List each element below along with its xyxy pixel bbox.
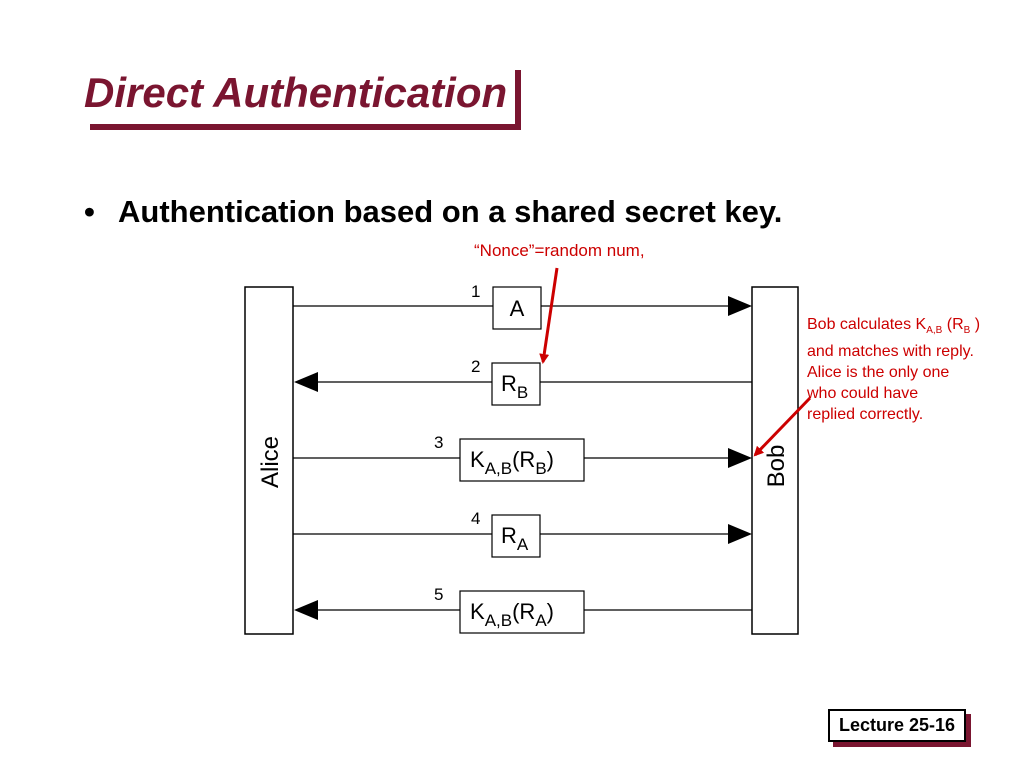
message-5-label: KA,B(RA) [470, 599, 554, 630]
message-4-label: RA [501, 523, 529, 554]
slide-title: Direct Authentication [84, 69, 508, 116]
bob-note-line-5: replied correctly. [807, 406, 924, 424]
message-1-label: A [510, 296, 525, 321]
message-4-box [491, 514, 541, 558]
bob-note-line-2: and matches with reply. [807, 343, 974, 361]
message-4-arrowhead-icon [728, 524, 752, 544]
alice-lifeline [244, 286, 294, 635]
message-3-box [459, 438, 585, 482]
bob-lifeline [751, 286, 799, 635]
bob-note-line-3: Alice is the only one [807, 364, 950, 382]
bullet-item: • Authentication based on a shared secret… [84, 194, 782, 230]
bob-note-line-1: Bob calculates KA,B (RB ) [807, 316, 981, 337]
alice-label: Alice [257, 436, 284, 488]
bob-note-pointer-arrow [753, 396, 812, 457]
bullet-text: Authentication based on a shared secret … [118, 194, 783, 229]
message-5-box [459, 590, 585, 634]
message-2-label: RB [501, 371, 528, 402]
message-3-label: KA,B(RB) [470, 447, 554, 478]
bob-note-line-4: who could have [807, 385, 919, 403]
bob-annotation: Bob calculates KA,B (RB ) and matches wi… [807, 314, 980, 425]
footer-frame: Lecture 25-16 [828, 709, 967, 742]
message-4-number: 4 [471, 509, 480, 528]
message-5-arrowhead-icon [294, 600, 318, 620]
title-frame: Direct Authentication [84, 64, 516, 124]
bullet-dot-icon: • [84, 194, 95, 229]
nonce-pointer-arrow [539, 267, 559, 364]
message-3-number: 3 [434, 433, 443, 452]
message-1-arrowhead-icon [728, 296, 752, 316]
bob-label: Bob [763, 445, 790, 488]
message-2-box [491, 362, 541, 406]
message-2-arrowhead-icon [294, 372, 318, 392]
message-2-number: 2 [471, 357, 480, 376]
lecture-label: Lecture 25-16 [839, 715, 956, 735]
nonce-annotation: “Nonce”=random num, [474, 241, 645, 260]
message-3-arrowhead-icon [728, 448, 752, 468]
message-5-number: 5 [434, 585, 443, 604]
message-1-box [492, 286, 542, 330]
message-1-number: 1 [471, 282, 480, 301]
